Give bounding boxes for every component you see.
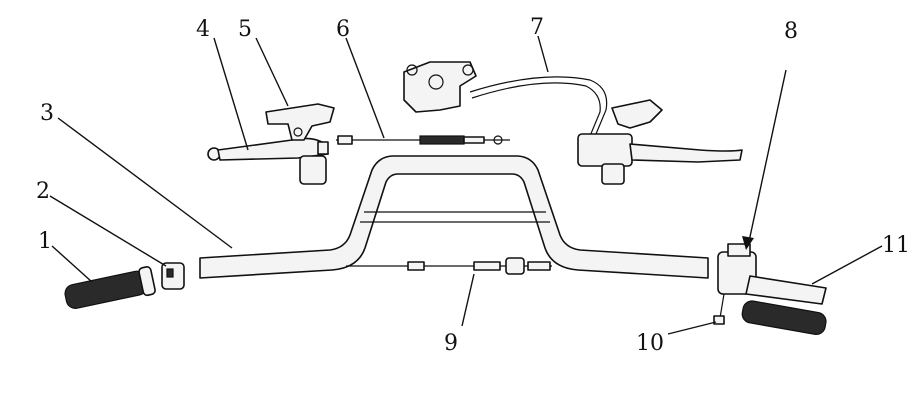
callout-labels: 1 2 3 4 5 6 7 8 9 10 11: [36, 15, 910, 356]
callout-8: 8: [784, 19, 798, 44]
callout-1: 1: [38, 229, 52, 254]
lever-bracket: [265, 103, 335, 141]
left-clamp: [161, 262, 185, 290]
clutch-lever: [207, 137, 329, 185]
callout-4: 4: [196, 17, 210, 42]
leader-lines: [49, 35, 883, 335]
handlebar: [199, 155, 709, 279]
throttle-housing: [717, 243, 757, 295]
right-grip: [741, 275, 827, 336]
left-grip: [64, 266, 156, 309]
callout-7: 7: [530, 15, 544, 40]
callout-3: 3: [40, 101, 54, 126]
cable-end: [713, 293, 725, 325]
callout-2: 2: [36, 179, 50, 204]
callout-10: 10: [636, 331, 664, 356]
callout-5: 5: [238, 17, 252, 42]
clutch-cable: [336, 135, 510, 145]
throttle-cable: [346, 257, 552, 275]
callout-6: 6: [336, 17, 350, 42]
callout-11: 11: [882, 233, 910, 258]
brake-master-cylinder: [403, 61, 743, 185]
callout-9: 9: [444, 331, 458, 356]
